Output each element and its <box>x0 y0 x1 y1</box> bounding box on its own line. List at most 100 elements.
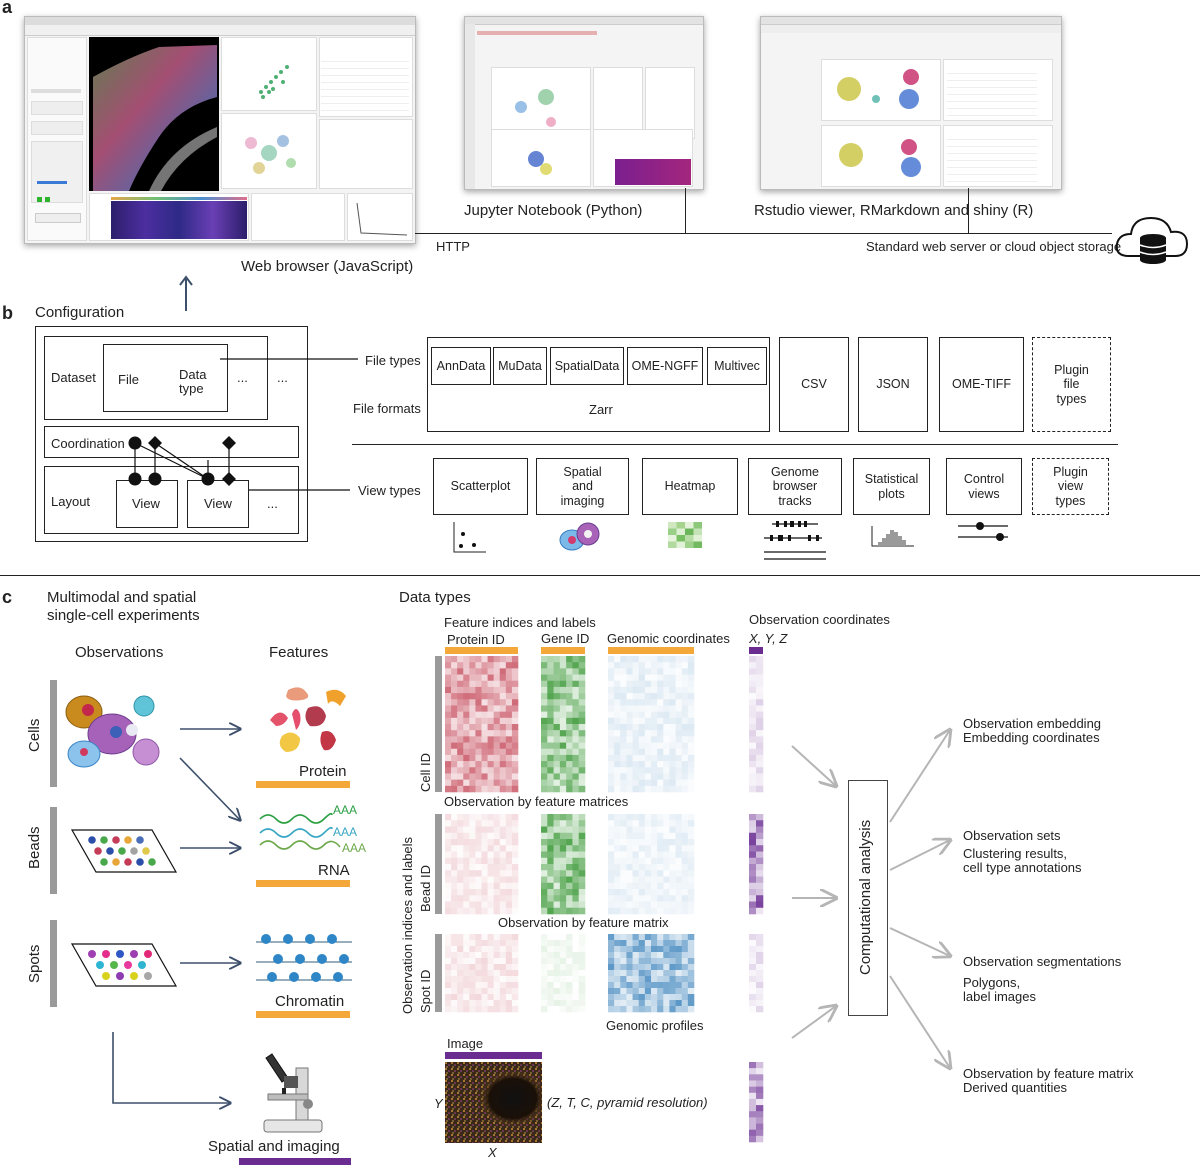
rna-polya-label-2: AAA <box>333 825 358 839</box>
heatmap-view-box: Heatmap <box>642 458 738 515</box>
view-box-1 <box>116 480 178 528</box>
rstudio-label: Rstudio viewer, RMarkdown and shiny (R) <box>754 202 1034 219</box>
data-types-heading: Data types <box>399 589 471 606</box>
jupyter-label: Jupyter Notebook (Python) <box>464 202 643 219</box>
cloud-database-icon <box>1115 216 1189 264</box>
json-box: JSON <box>858 337 928 432</box>
genomic-profiles-label: Genomic profiles <box>606 1018 704 1033</box>
xyz-label: X, Y, Z <box>749 631 788 646</box>
control-views-box: Control views <box>946 458 1022 515</box>
layout-ellipsis: ... <box>267 496 278 511</box>
dataset-ellipsis-2: ... <box>277 370 288 385</box>
view-types-label: View types <box>358 483 421 498</box>
output-embedding-sub: Embedding coordinates <box>963 730 1100 745</box>
output-segmentations-title: Observation segmentations <box>963 954 1122 969</box>
view-label-2: View <box>204 496 232 511</box>
slider-controls-icon <box>958 522 1008 541</box>
heatmap-icon <box>668 522 702 548</box>
protein-id-label: Protein ID <box>447 632 505 647</box>
section-divider-b <box>352 444 1118 445</box>
scatterplot-pca <box>259 65 289 99</box>
plugin-file-types-box: Plugin file types <box>1032 337 1111 432</box>
image-coordinates-column <box>749 1062 764 1143</box>
coordination-box <box>44 426 299 458</box>
cell-coordinates-column <box>749 656 764 793</box>
dataset-label: Dataset <box>51 370 96 385</box>
image-x-axis: X <box>488 1145 497 1160</box>
multivec-box: Multivec <box>707 347 767 385</box>
scatterplot-umap <box>245 135 296 174</box>
configuration-title: Configuration <box>35 304 125 321</box>
image-label: Image <box>447 1036 484 1051</box>
beads-slide-illustration <box>70 829 178 873</box>
chromatin-label: Chromatin <box>275 993 345 1010</box>
protein-cell-matrix <box>445 656 519 793</box>
rna-illustration <box>259 812 341 850</box>
tissue-image <box>445 1062 542 1143</box>
web-browser-screenshot <box>24 16 416 244</box>
chromatin-illustration <box>256 934 352 982</box>
spatial-imaging-view-box: Spatial and imaging <box>536 458 629 515</box>
rna-polya-label-3: AAA <box>342 841 367 855</box>
gene-bead-matrix <box>541 814 586 915</box>
anndata-box: AnnData <box>431 347 491 385</box>
gene-id-label: Gene ID <box>541 631 590 646</box>
file-formats-label: File formats <box>353 401 421 416</box>
view-label-1: View <box>132 496 160 511</box>
view-box-2 <box>187 480 249 528</box>
bead-coordinates-column <box>749 814 764 915</box>
plugin-view-types-box: Plugin view types <box>1032 458 1109 515</box>
computational-analysis-box <box>848 780 888 1016</box>
up-arrow <box>179 275 193 311</box>
spot-coordinates-column <box>749 934 764 1013</box>
file-label: File <box>118 372 139 387</box>
dataset-ellipsis-1: ... <box>237 370 248 385</box>
observation-feature-arrows <box>112 0 400 1166</box>
computational-analysis-label: Computational analysis <box>857 819 874 975</box>
output-segmentations-sub: Polygons, label images <box>963 975 1036 1005</box>
scatterplot-view-box: Scatterplot <box>433 458 528 515</box>
protein-label: Protein <box>299 763 347 780</box>
spatial-imaging-label: Spatial and imaging <box>208 1138 340 1155</box>
feature-indices-label: Feature indices and labels <box>444 615 596 630</box>
histogram-icon <box>871 526 914 547</box>
cells-illustration <box>65 695 160 768</box>
layout-label: Layout <box>51 494 91 509</box>
protein-illustration <box>270 687 346 752</box>
genome-browser-view-box: Genome browser tracks <box>748 458 842 515</box>
rna-label: RNA <box>318 862 350 879</box>
coordination-graph <box>128 358 358 491</box>
panel-letter-a: a <box>2 0 13 17</box>
panel-letter-b: b <box>2 303 13 323</box>
file-types-label: File types <box>365 353 421 368</box>
image-y-axis: Y <box>434 1096 443 1111</box>
genomic-cell-matrix <box>608 656 695 793</box>
section-divider-c <box>0 575 1200 576</box>
spatialdata-box: SpatialData <box>550 347 624 385</box>
output-matrix-title: Observation by feature matrix <box>963 1066 1134 1081</box>
analysis-arrows <box>791 690 1200 1090</box>
experiments-title-2: single-cell experiments <box>47 607 200 624</box>
spots-slide-illustration <box>70 943 178 987</box>
spatial-tissue-image <box>89 37 219 191</box>
file-box <box>103 344 228 412</box>
statistical-plots-view-box: Statistical plots <box>853 458 930 515</box>
http-label: HTTP <box>436 239 470 254</box>
features-heading: Features <box>269 644 329 661</box>
genome-tracks-icon <box>764 521 826 560</box>
web-browser-label: Web browser (JavaScript) <box>241 258 414 275</box>
matrix-label: Observation by feature matrix <box>498 915 669 930</box>
ome-tiff-box: OME-TIFF <box>939 337 1024 432</box>
genomic-bead-matrix <box>608 814 695 915</box>
protein-spot-matrix <box>445 934 519 1013</box>
data-type-label: Data type <box>179 367 207 397</box>
observation-coordinates-label: Observation coordinates <box>749 612 890 627</box>
output-sets-title: Observation sets <box>963 828 1061 843</box>
genomic-coordinates-label: Genomic coordinates <box>607 631 730 646</box>
ome-ngff-box: OME-NGFF <box>627 347 703 385</box>
output-sets-sub: Clustering results, cell type annotation… <box>963 846 1082 876</box>
microscope-icon <box>263 1053 323 1133</box>
gene-cell-matrix <box>541 656 586 793</box>
output-matrix-sub: Derived quantities <box>963 1080 1068 1095</box>
